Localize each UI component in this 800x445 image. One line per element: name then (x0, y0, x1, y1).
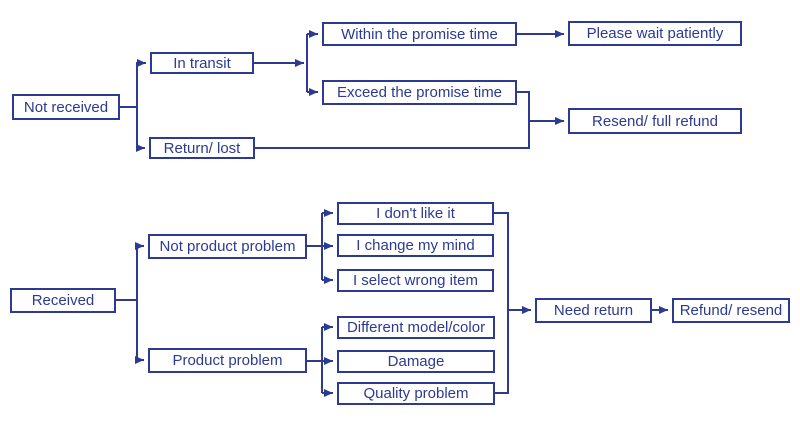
node-please-wait-patiently: Please wait patiently (568, 21, 742, 46)
node-damage: Damage (337, 350, 495, 373)
node-not-received: Not received (12, 94, 120, 120)
connector-notreceived-to-returnlost (136, 107, 145, 152)
node-i-dont-like-it: I don't like it (337, 202, 494, 225)
node-i-change-my-mind: I change my mind (337, 234, 494, 257)
node-different-model-color: Different model/color (337, 316, 495, 339)
node-resend-full-refund: Resend/ full refund (568, 108, 742, 134)
node-in-transit: In transit (150, 52, 254, 74)
node-not-product-problem: Not product problem (148, 234, 307, 259)
node-quality-problem: Quality problem (337, 382, 495, 405)
node-within-promise-time: Within the promise time (322, 22, 517, 46)
connector-reasons-merge-bracket (494, 212, 509, 394)
node-need-return: Need return (535, 298, 652, 323)
node-product-problem: Product problem (148, 348, 307, 373)
connector-notreceived-to-intransit (120, 59, 146, 108)
node-return-lost: Return/ lost (149, 137, 255, 159)
node-refund-resend: Refund/ resend (672, 298, 790, 323)
node-i-select-wrong-item: I select wrong item (337, 269, 494, 292)
node-received: Received (10, 288, 116, 313)
node-exceed-promise-time: Exceed the promise time (322, 80, 517, 105)
